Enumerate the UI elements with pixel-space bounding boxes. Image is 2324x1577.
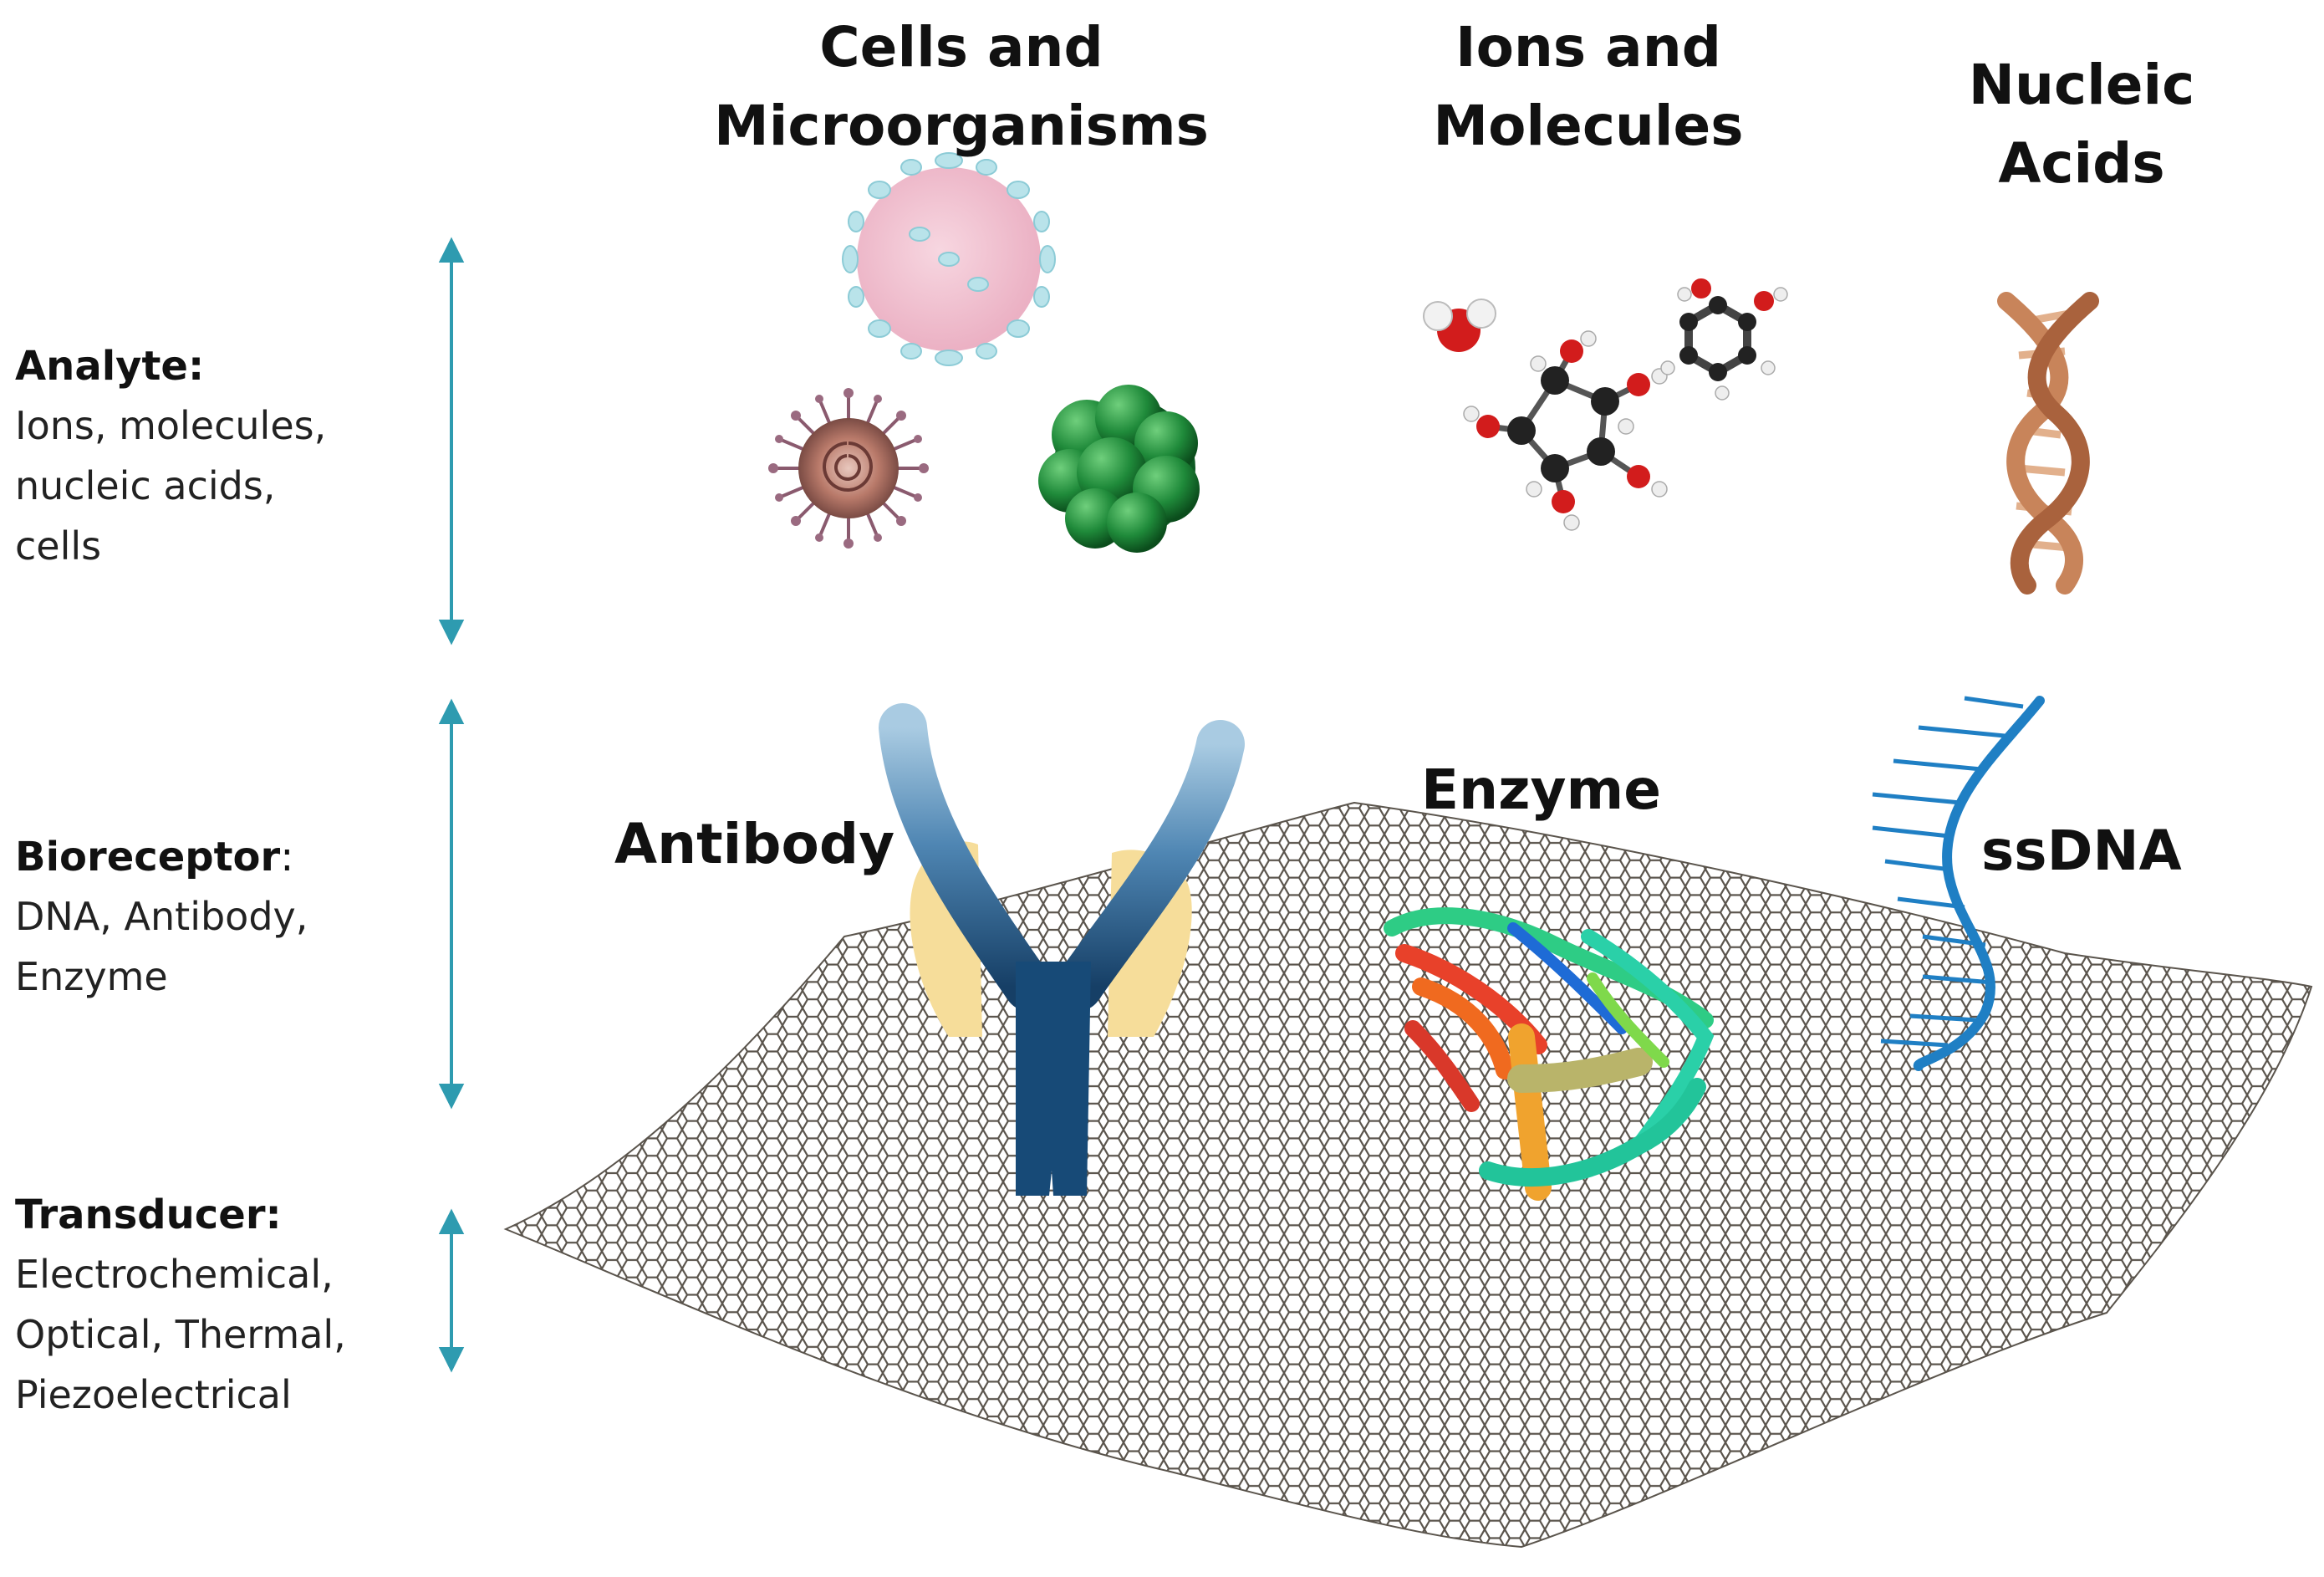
transducer-arrow	[438, 1208, 465, 1373]
category-cells-line1: Cells and	[819, 15, 1103, 79]
analyte-line: Ions, molecules,	[15, 403, 327, 448]
antibody-label: Antibody	[614, 812, 895, 876]
transducer-title: Transducer:	[15, 1192, 282, 1238]
enzyme-icon	[1384, 907, 1715, 1201]
analyte-legend: Analyte: Ions, molecules, nucleic acids,…	[15, 337, 326, 576]
glucose-molecule-icon	[1463, 330, 1668, 531]
category-nucleic-line2: Acids	[1998, 131, 2165, 196]
category-cells-line2: Microorganisms	[714, 94, 1209, 158]
bioreceptor-title-text: Bioreceptor	[15, 834, 281, 880]
ssdna-icon	[1872, 696, 2045, 1071]
transducer-line: Piezoelectrical	[15, 1372, 292, 1417]
bioreceptor-title: Bioreceptor:	[15, 828, 308, 886]
transducer-line: Electrochemical,	[15, 1252, 334, 1297]
analyte-line: cells	[15, 523, 102, 569]
category-nucleic-title: Nucleic Acids	[1923, 46, 2240, 203]
bioreceptor-legend: Bioreceptor: DNA, Antibody, Enzyme	[15, 828, 308, 1007]
bioreceptor-title-colon: :	[280, 834, 294, 880]
analyte-title: Analyte:	[15, 343, 205, 390]
category-ions-line1: Ions and	[1455, 15, 1721, 79]
phenol-molecule-icon	[1660, 278, 1788, 401]
category-nucleic-line1: Nucleic	[1968, 53, 2195, 117]
analyte-arrow	[438, 237, 465, 646]
category-ions-line2: Molecules	[1433, 94, 1744, 158]
analyte-line: nucleic acids,	[15, 463, 276, 508]
ssdna-label: ssDNA	[1981, 819, 2182, 883]
transducer-legend: Transducer: Electrochemical, Optical, Th…	[15, 1186, 346, 1425]
antibody-icon	[879, 703, 1245, 1196]
bioreceptor-arrow	[438, 698, 465, 1110]
category-ions-title: Ions and Molecules	[1388, 8, 1789, 166]
bioreceptor-line: Enzyme	[15, 954, 168, 999]
green-cell-icon	[1038, 385, 1200, 553]
pink-virus-icon	[842, 152, 1056, 366]
dna-helix-icon	[1997, 292, 2099, 595]
water-molecule-icon	[1423, 299, 1496, 352]
category-cells-title: Cells and Microorganisms	[702, 8, 1221, 166]
bioreceptor-line: DNA, Antibody,	[15, 894, 308, 939]
transducer-line: Optical, Thermal,	[15, 1312, 346, 1357]
enzyme-label: Enzyme	[1421, 758, 1662, 822]
brown-virus-icon	[768, 388, 929, 549]
